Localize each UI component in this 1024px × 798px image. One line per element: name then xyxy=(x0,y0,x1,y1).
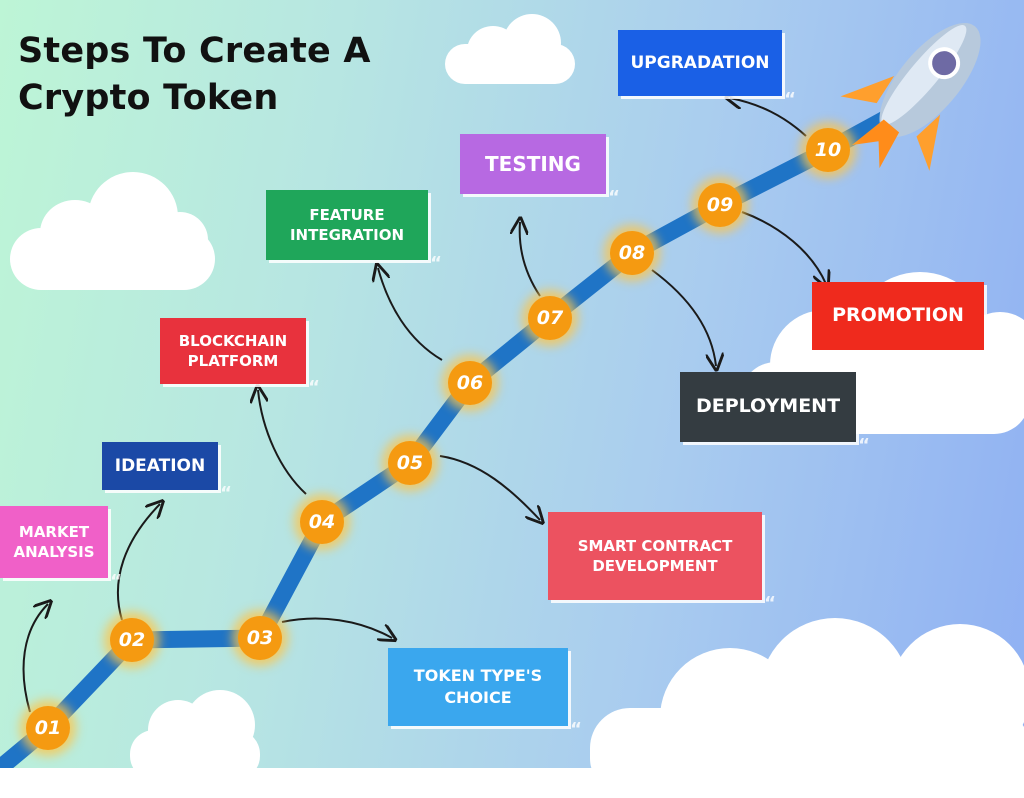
label-blockchain-platform: BLOCKCHAIN PLATFORM xyxy=(160,318,320,400)
label-feature-line1: FEATURE xyxy=(309,205,385,224)
cloud-left xyxy=(10,172,215,290)
label-feature-line2: INTEGRATION xyxy=(289,226,405,244)
arrow-to-market xyxy=(22,604,48,713)
title-line-1: Steps To Create A xyxy=(18,31,371,71)
label-market-line1: MARKET xyxy=(18,522,90,541)
label-upgradation-text: UPGRADATION xyxy=(630,52,770,73)
cloud-bottom-center xyxy=(130,690,260,780)
label-smart-line1: SMART CONTRACT xyxy=(577,536,733,555)
label-smart-contract: SMART CONTRACT DEVELOPMENT xyxy=(548,512,776,616)
step-node-10: 10 xyxy=(806,128,850,172)
label-token-line1: TOKEN TYPE'S xyxy=(413,666,543,686)
arrow-to-ideation xyxy=(116,504,160,621)
label-testing-text: TESTING xyxy=(485,151,581,176)
step-node-05: 05 xyxy=(388,441,432,485)
arrow-to-blockchain xyxy=(258,390,307,495)
title-line-2: Crypto Token xyxy=(18,78,279,118)
cloud-top xyxy=(445,14,575,84)
label-deployment: DEPLOYMENT xyxy=(680,372,870,458)
label-feature-integration: FEATURE INTEGRATION xyxy=(266,190,442,276)
label-blockchain-line1: BLOCKCHAIN xyxy=(178,331,288,350)
label-promotion: PROMOTION xyxy=(812,282,998,366)
label-testing: TESTING xyxy=(460,134,620,210)
step-node-01: 01 xyxy=(26,706,70,750)
label-ideation: IDEATION xyxy=(102,442,232,506)
label-token-type: TOKEN TYPE'S CHOICE xyxy=(388,648,582,742)
arrow-to-feature xyxy=(378,268,443,361)
arrow-to-token xyxy=(281,617,392,638)
arrow-to-smart xyxy=(439,455,540,520)
label-token-line2: CHOICE xyxy=(444,688,512,707)
label-deployment-text: DEPLOYMENT xyxy=(695,395,841,418)
step-node-07: 07 xyxy=(528,296,572,340)
arrow-to-upgradation xyxy=(730,98,807,137)
step-node-08: 08 xyxy=(610,231,654,275)
step-node-02: 02 xyxy=(110,618,154,662)
arrow-to-promotion xyxy=(741,211,826,284)
arrow-to-deployment xyxy=(651,269,716,366)
step-node-04: 04 xyxy=(300,500,344,544)
step-node-03: 03 xyxy=(238,616,282,660)
label-upgradation: UPGRADATION xyxy=(618,30,796,112)
label-ideation-text: IDEATION xyxy=(114,455,206,476)
label-promotion-text: PROMOTION xyxy=(832,304,964,327)
step-node-09: 09 xyxy=(698,183,742,227)
step-node-06: 06 xyxy=(448,361,492,405)
label-smart-line2: DEVELOPMENT xyxy=(592,557,718,575)
arrow-to-testing xyxy=(520,222,541,297)
label-blockchain-line2: PLATFORM xyxy=(187,352,279,370)
label-market-line2: ANALYSIS xyxy=(13,543,95,561)
page-title: Steps To Create A Crypto Token xyxy=(18,28,371,122)
rocket-icon xyxy=(840,23,981,171)
label-market-analysis: MARKET ANALYSIS xyxy=(0,506,122,594)
